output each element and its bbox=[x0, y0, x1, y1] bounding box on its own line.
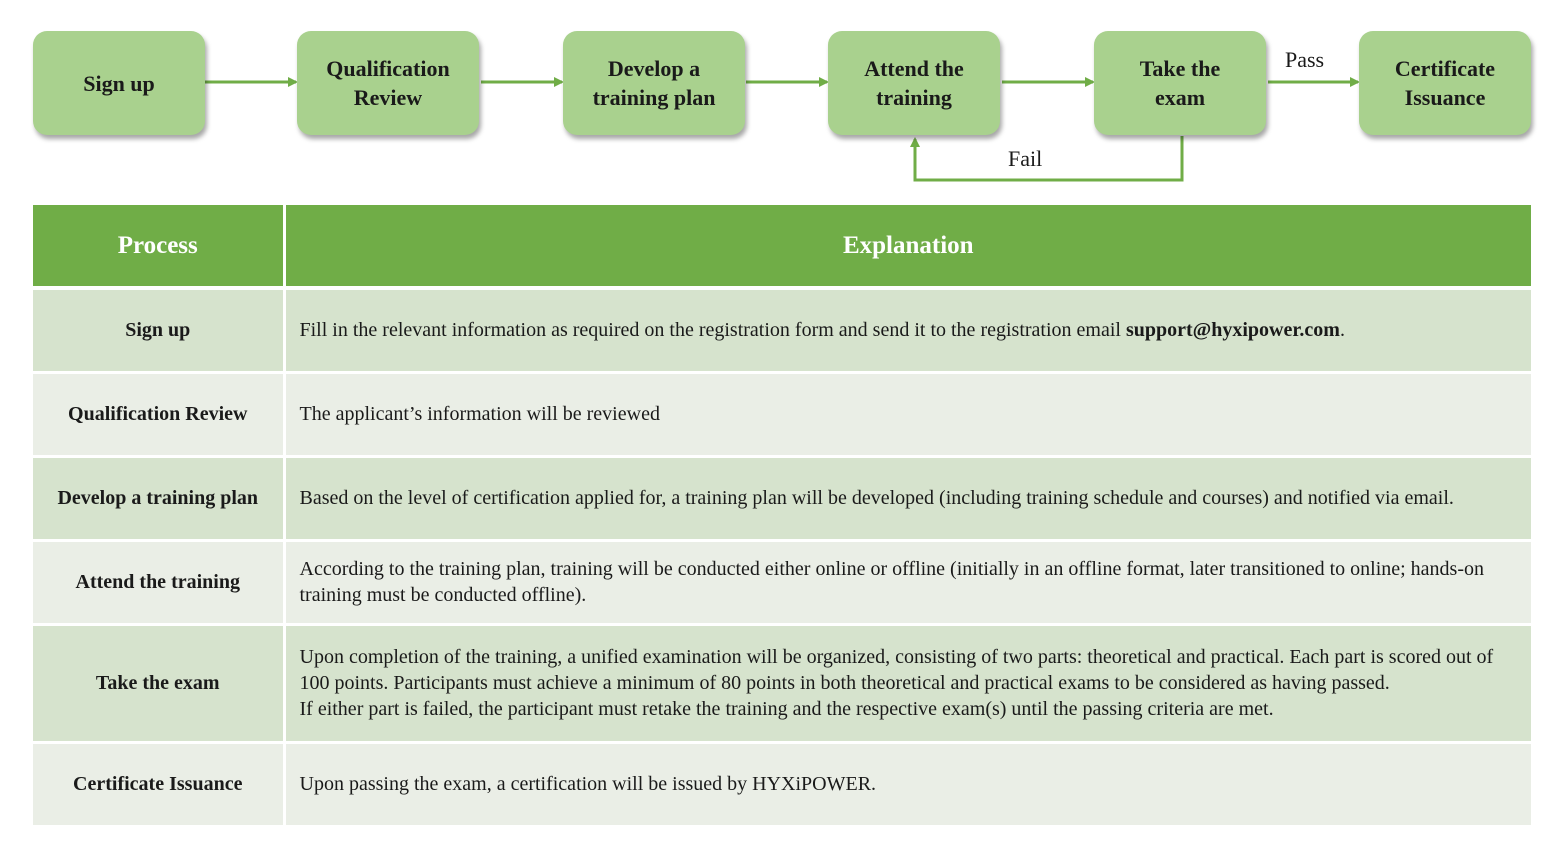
fail-label: Fail bbox=[1008, 146, 1043, 171]
table-row: Qualification Review The applicant’s inf… bbox=[33, 372, 1531, 458]
process-cell: Sign up bbox=[33, 288, 286, 374]
flow-step-take-exam: Take the exam bbox=[1094, 31, 1266, 135]
registration-email: support@hyxipower.com bbox=[1125, 319, 1340, 342]
explanation-text-2: If either part is failed, the participan… bbox=[299, 698, 1274, 720]
explanation-suffix: . bbox=[1339, 319, 1345, 342]
process-cell: Qualification Review bbox=[33, 372, 286, 458]
explanation-cell: The applicant’s information will be revi… bbox=[284, 372, 1531, 458]
flow-step-develop-plan: Develop a training plan bbox=[563, 31, 745, 135]
flow-step-certificate-issuance: Certificate Issuance bbox=[1359, 31, 1531, 135]
flow-step-attend-training: Attend the training bbox=[828, 31, 1000, 135]
header-process: Process bbox=[33, 205, 286, 290]
process-cell: Take the exam bbox=[33, 624, 286, 744]
arrow-fail-loop bbox=[910, 136, 1184, 182]
flowchart-connectors bbox=[205, 77, 1360, 182]
process-cell: Attend the training bbox=[33, 540, 286, 626]
process-cell: Certificate Issuance bbox=[33, 742, 286, 828]
table-row: Take the exam Upon completion of the tra… bbox=[33, 624, 1531, 744]
process-cell: Develop a training plan bbox=[33, 456, 286, 542]
explanation-text: Upon completion of the training, a unifi… bbox=[299, 646, 1494, 694]
explanation-cell: Upon completion of the training, a unifi… bbox=[284, 624, 1531, 744]
pass-label: Pass bbox=[1285, 47, 1325, 72]
explanation-cell: According to the training plan, training… bbox=[284, 540, 1531, 626]
explanation-cell: Based on the level of certification appl… bbox=[284, 456, 1531, 542]
table-row: Sign up Fill in the relevant information… bbox=[33, 288, 1531, 374]
flow-step-qualification-review: Qualification Review bbox=[297, 31, 479, 135]
table-row: Develop a training plan Based on the lev… bbox=[33, 456, 1531, 542]
flow-step-sign-up: Sign up bbox=[33, 31, 205, 135]
table-header-row: Process Explanation bbox=[33, 205, 1531, 290]
table-row: Attend the training According to the tra… bbox=[33, 540, 1531, 626]
process-table: Process Explanation Sign up Fill in the … bbox=[33, 205, 1531, 828]
explanation-cell: Fill in the relevant information as requ… bbox=[284, 288, 1531, 374]
explanation-cell: Upon passing the exam, a certification w… bbox=[284, 742, 1531, 828]
header-explanation: Explanation bbox=[284, 205, 1531, 290]
explanation-text: Fill in the relevant information as requ… bbox=[299, 319, 1126, 342]
table-row: Certificate Issuance Upon passing the ex… bbox=[33, 742, 1531, 828]
